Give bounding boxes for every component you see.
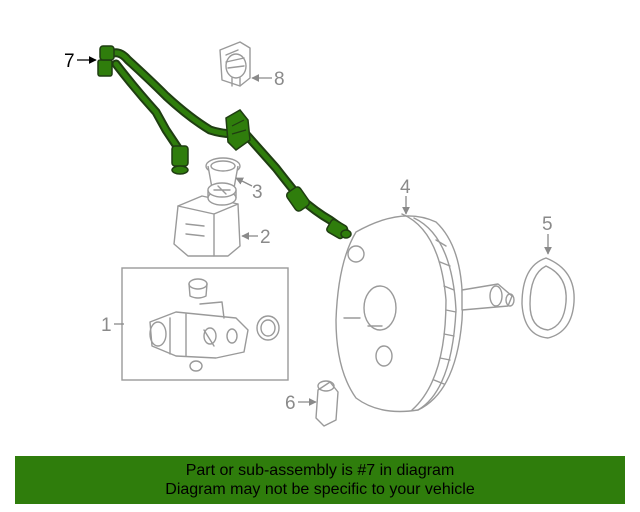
- part-2-reservoir: [173, 182, 241, 257]
- banner-line-2: Diagram may not be specific to your vehi…: [165, 481, 475, 498]
- callout-5: 5: [542, 214, 553, 235]
- callout-8: 8: [274, 69, 285, 90]
- part-7-vacuum-hose: [97, 45, 352, 240]
- callout-6: 6: [285, 393, 296, 414]
- leader-3: [235, 177, 253, 187]
- part-4-brake-booster: [335, 213, 515, 413]
- banner-line-1: Part or sub-assembly is #7 in diagram: [185, 462, 455, 479]
- callout-1: 1: [101, 315, 112, 336]
- hose-clip: [225, 109, 251, 151]
- hose-connector-booster: [326, 218, 352, 240]
- parts-diagram: 7 8 3 2 4 5 1 6: [64, 41, 575, 427]
- hose-valve: [285, 186, 311, 212]
- callout-3: 3: [252, 182, 263, 203]
- part-5-gasket: [521, 257, 575, 339]
- info-banner: Part or sub-assembly is #7 in diagram Di…: [15, 456, 625, 504]
- callout-2: 2: [260, 227, 271, 248]
- part-6-fitting: [315, 380, 339, 427]
- callout-7: 7: [64, 51, 75, 72]
- part-1-master-cylinder: [121, 267, 289, 381]
- callout-4: 4: [400, 177, 411, 198]
- hose-connector-top: [97, 45, 115, 77]
- hose-connector-lower: [171, 145, 189, 175]
- part-8-clip: [219, 41, 251, 87]
